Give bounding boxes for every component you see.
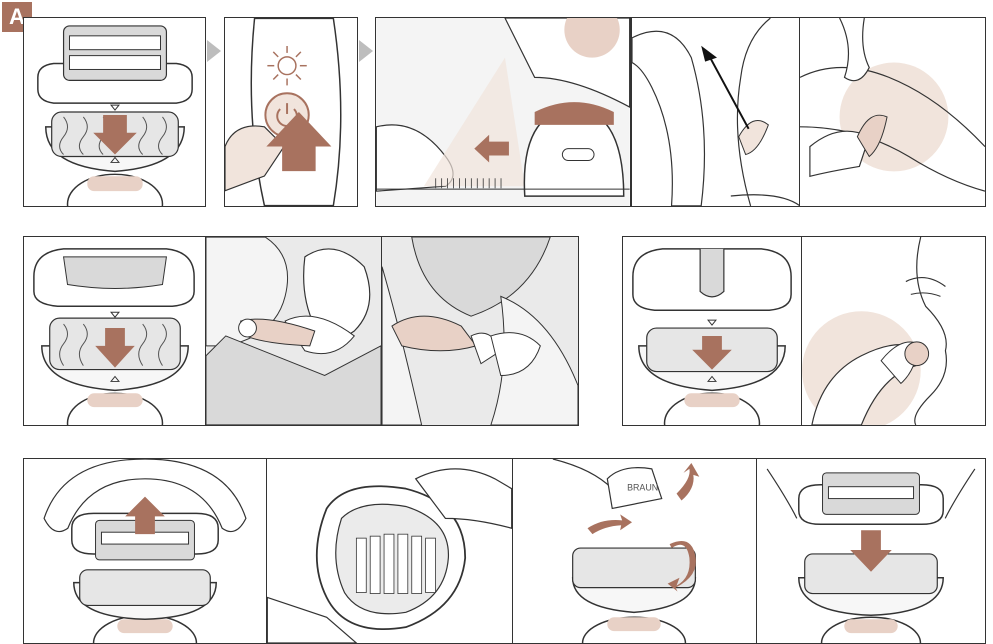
panel-facial-epilation — [801, 236, 986, 426]
brush-brand-text: BRAUN — [627, 483, 658, 493]
next-step-chevron-icon-2 — [359, 40, 373, 62]
brush-rollers-illustration: BRAUN — [513, 459, 756, 643]
panel-bikini — [381, 236, 579, 426]
panel-remove-head — [23, 458, 267, 644]
underarm-illustration — [206, 237, 381, 425]
efficiency-cap-illustration — [24, 237, 205, 425]
bikini-illustration — [382, 237, 578, 425]
skin-detection-illustration — [376, 18, 630, 206]
panel-power-on — [224, 17, 358, 207]
panel-head-with-cap — [23, 17, 206, 207]
power-on-illustration — [225, 18, 357, 206]
epilator-head-illustration — [24, 18, 205, 206]
panel-brush-rollers: BRAUN — [512, 458, 757, 644]
leg-stretch-illustration — [800, 18, 985, 206]
panel-reattach-head — [756, 458, 986, 644]
panel-brush-cleaning — [266, 458, 513, 644]
leg-epilation-illustration — [632, 18, 800, 206]
panel-leg-stretch — [799, 17, 986, 207]
facial-cap-illustration — [623, 237, 801, 425]
panel-efficiency-cap — [23, 236, 206, 426]
facial-epilation-illustration — [802, 237, 985, 425]
brush-cleaning-illustration — [267, 459, 512, 643]
panel-facial-cap — [622, 236, 802, 426]
panel-leg-upward — [631, 17, 801, 207]
remove-head-illustration — [24, 459, 266, 643]
panel-skin-detection — [375, 17, 631, 207]
reattach-head-illustration — [757, 459, 985, 643]
next-step-chevron-icon — [207, 40, 221, 62]
panel-underarm — [205, 236, 382, 426]
